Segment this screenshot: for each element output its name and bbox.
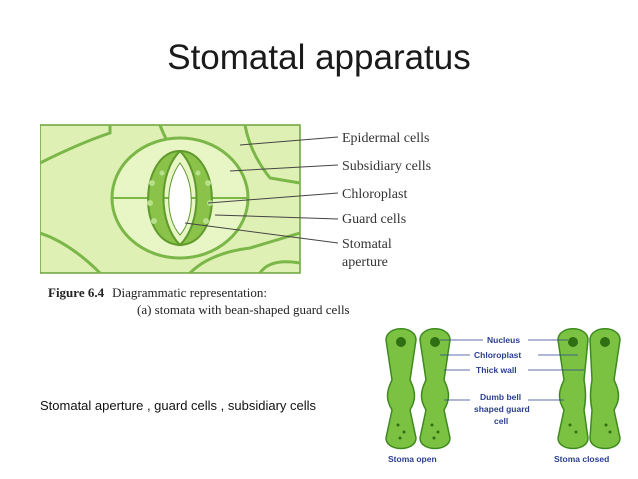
figure-caption: Figure 6.4 Diagrammatic representation: (… [48,284,350,318]
label-stomatal: Stomatal [342,237,392,252]
label-dumbbell-1: Dumb bell [480,392,521,402]
label-chloroplast-2: Chloroplast [474,350,521,360]
label-stoma-closed: Stoma closed [554,454,609,464]
label-stoma-open: Stoma open [388,454,437,464]
label-aperture: aperture [342,255,388,270]
slide-title: Stomatal apparatus [167,38,471,77]
label-subsidiary-cells: Subsidiary cells [342,159,431,174]
caption-line-1: Diagrammatic representation: [112,285,267,300]
figure-number: Figure 6.4 [48,285,105,300]
label-dumbbell-3: cell [494,416,508,426]
label-thick-wall: Thick wall [476,365,517,375]
stoma-open-cells [385,328,451,450]
stomata-bean-diagram: Epidermal cells Subsidiary cells Chlorop… [40,124,431,275]
leader-lines-2 [440,339,584,401]
label-dumbbell-2: shaped guard [474,404,530,414]
label-nucleus: Nucleus [487,335,520,345]
stomatal-aperture [168,162,192,236]
leader-lines [184,136,339,244]
stomata-dumbbell-diagram: Nucleus Chloroplast Thick wall Dumb bell… [385,328,621,464]
label-chloroplast: Chloroplast [342,187,407,202]
slide-caption: Stomatal aperture , guard cells , subsid… [40,398,317,413]
label-guard-cells: Guard cells [342,212,406,227]
caption-line-2: (a) stomata with bean-shaped guard cells [137,302,350,317]
stoma-closed-cells [557,328,621,450]
label-epidermal-cells: Epidermal cells [342,131,429,146]
